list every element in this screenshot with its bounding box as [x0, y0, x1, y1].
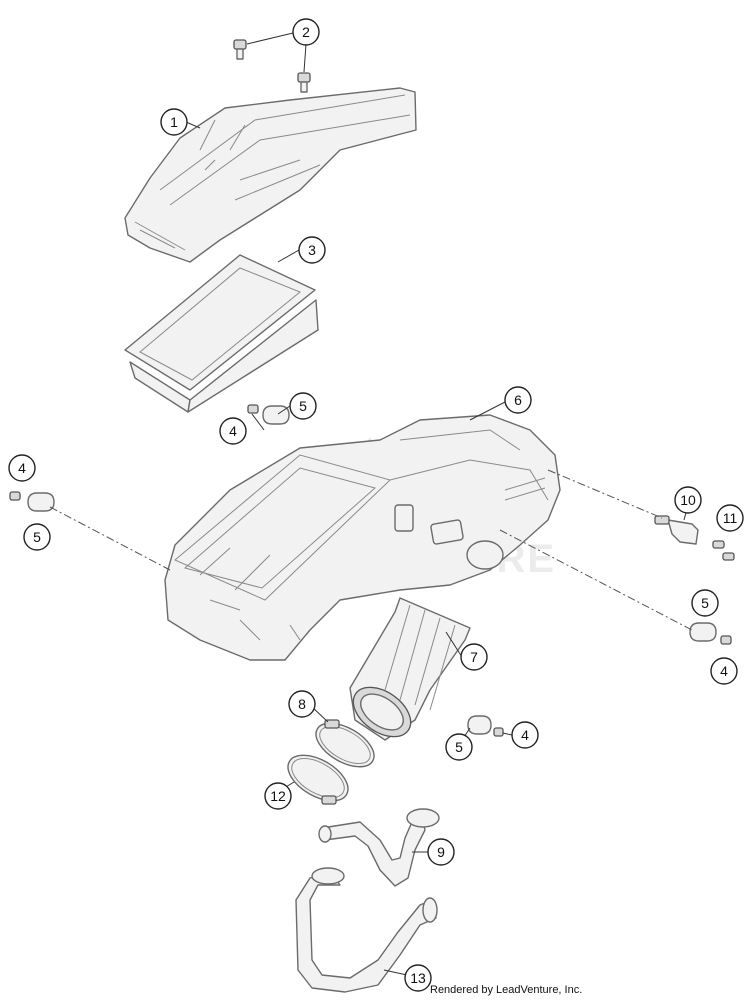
callout-1: 1	[160, 108, 188, 136]
svg-text:2: 2	[302, 24, 310, 40]
callout-7: 7	[460, 643, 488, 671]
part-airbox	[164, 414, 561, 661]
svg-text:6: 6	[514, 392, 522, 408]
part-air-filter	[124, 254, 319, 413]
part-airbox-cover	[124, 87, 417, 263]
svg-text:4: 4	[720, 663, 728, 679]
callout-5-right: 5	[691, 589, 719, 617]
svg-text:4: 4	[229, 423, 237, 439]
alignment-line-left	[49, 506, 171, 571]
callout-5-upper: 5	[289, 392, 317, 420]
callout-9: 9	[427, 838, 455, 866]
callout-4-right: 4	[710, 657, 738, 685]
part-screws-2	[233, 39, 311, 93]
svg-text:5: 5	[455, 739, 463, 755]
svg-text:4: 4	[18, 460, 26, 476]
part-breather-hose	[318, 808, 440, 887]
part-clamp-12	[287, 754, 349, 805]
svg-text:5: 5	[299, 398, 307, 414]
callout-4-upper: 4	[219, 417, 247, 445]
callout-8: 8	[288, 690, 316, 718]
callout-6: 6	[504, 386, 532, 414]
svg-text:11: 11	[723, 510, 738, 526]
svg-text:5: 5	[33, 529, 41, 545]
svg-text:3: 3	[308, 242, 316, 258]
part-grommet-left	[9, 491, 55, 512]
alignment-line-right	[499, 529, 693, 631]
svg-text:5: 5	[701, 595, 709, 611]
part-clamp-8	[315, 719, 375, 768]
callout-5-lower: 5	[445, 733, 473, 761]
svg-text:13: 13	[410, 970, 426, 986]
render-credit: Rendered by LeadVenture, Inc.	[430, 984, 583, 996]
part-intake-boot	[349, 597, 471, 741]
svg-text:10: 10	[680, 492, 696, 508]
svg-text:7: 7	[470, 649, 478, 665]
callout-4-lower: 4	[511, 721, 539, 749]
callout-4-left: 4	[8, 454, 36, 482]
callout-12: 12	[264, 782, 292, 810]
part-screws-11	[712, 540, 735, 561]
callout-2: 2	[292, 18, 320, 46]
callout-3: 3	[298, 236, 326, 264]
callout-13: 13	[404, 964, 432, 992]
svg-text:1: 1	[170, 114, 178, 130]
svg-text:9: 9	[437, 844, 445, 860]
svg-text:4: 4	[521, 727, 529, 743]
part-drain-hose	[295, 867, 438, 993]
alignment-line-sensor	[547, 469, 663, 519]
part-grommet-lower	[467, 715, 504, 737]
callout-11: 11	[716, 504, 744, 532]
part-grommet-right	[689, 622, 732, 645]
callout-10: 10	[674, 486, 702, 514]
leader-lines	[185, 32, 689, 976]
part-sensor	[654, 515, 699, 545]
part-grommet-upper	[247, 404, 290, 425]
callout-5-left: 5	[23, 523, 51, 551]
svg-text:8: 8	[298, 696, 306, 712]
svg-text:12: 12	[270, 788, 286, 804]
